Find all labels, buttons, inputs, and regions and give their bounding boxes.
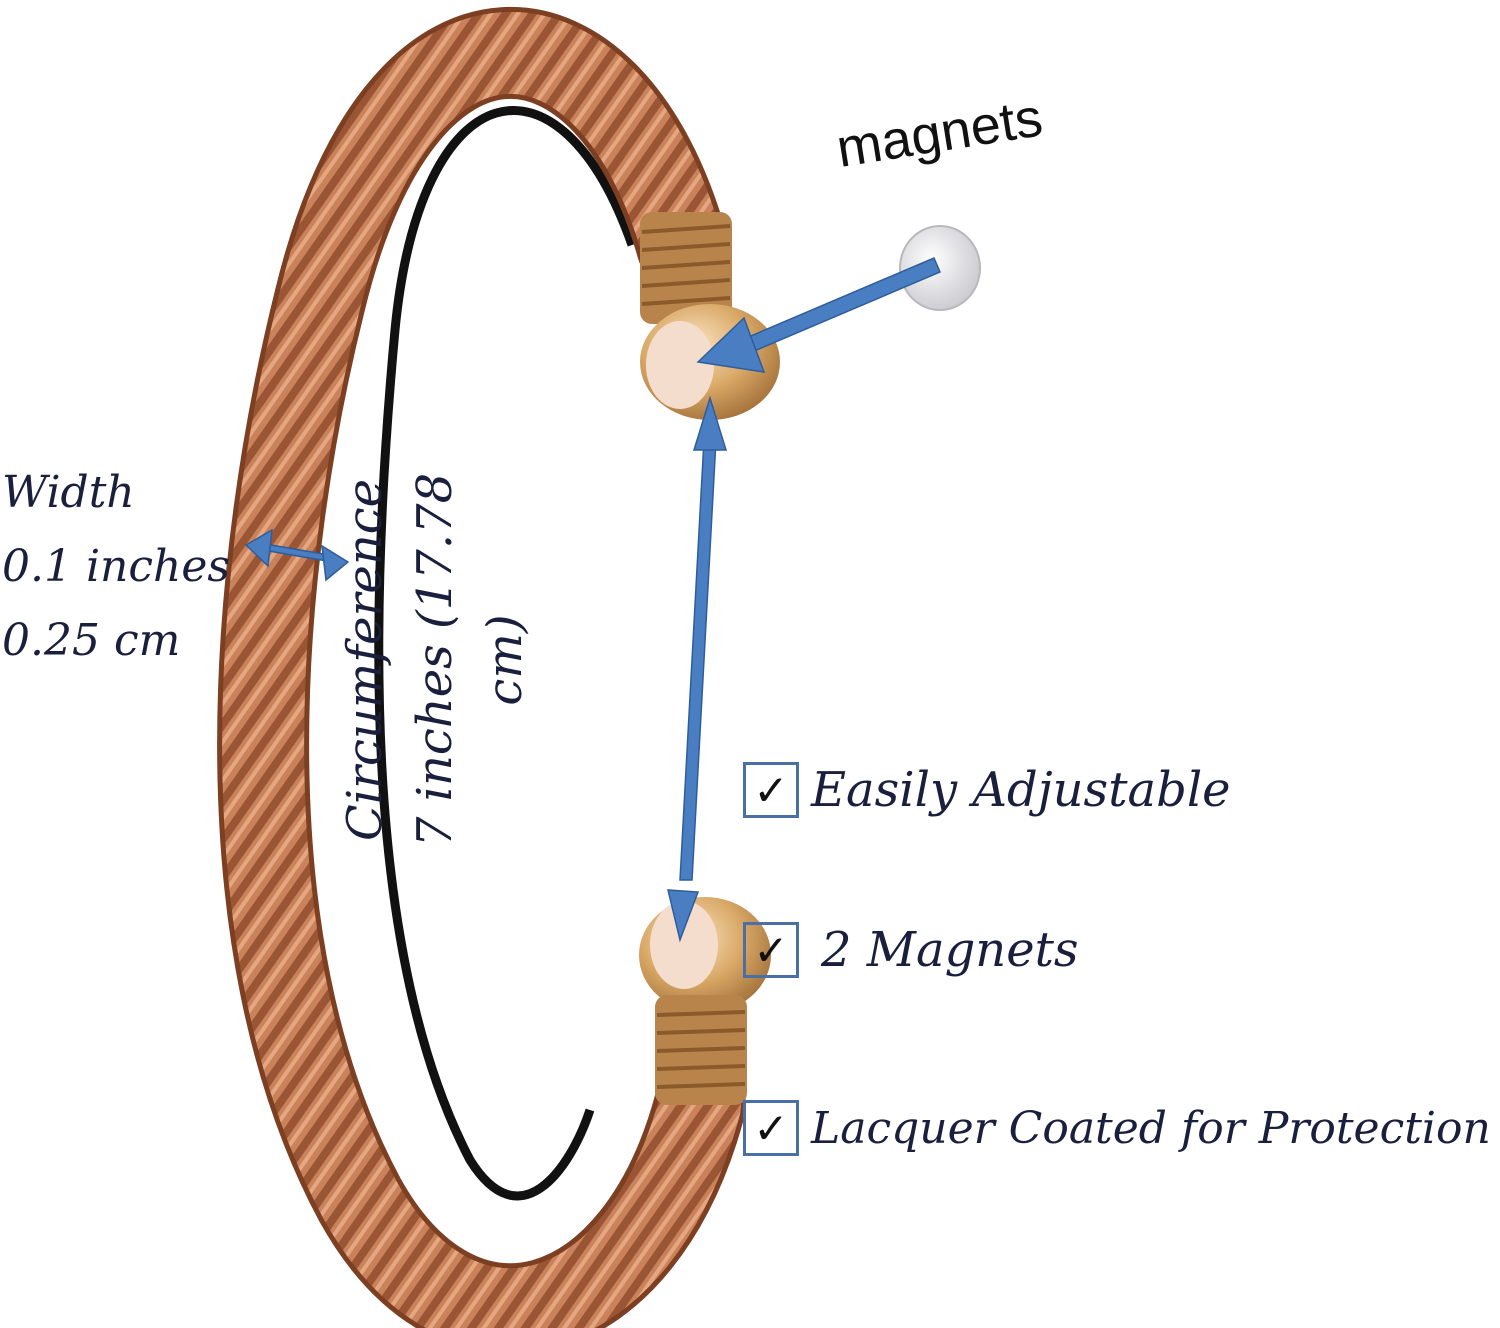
feature-2-magnets: ✓ 2 Magnets <box>743 922 1079 978</box>
width-cm: 0.25 cm <box>2 615 181 666</box>
check-icon: ✓ <box>743 922 799 978</box>
feature-lacquer-coated: ✓ Lacquer Coated for Protection <box>743 1100 1491 1156</box>
width-inches: 0.1 inches <box>2 541 230 592</box>
feature-text: 2 Magnets <box>821 922 1079 978</box>
check-icon: ✓ <box>743 762 799 818</box>
circumference-value: 7 inches (17.78 cm) <box>407 472 533 848</box>
gap-arrow <box>667 395 728 943</box>
magnet-arrow <box>696 257 941 373</box>
circumference-title: Circumference <box>337 478 393 842</box>
feature-easily-adjustable: ✓ Easily Adjustable <box>743 762 1231 818</box>
width-arrow <box>244 528 350 582</box>
feature-text: Lacquer Coated for Protection <box>811 1102 1491 1154</box>
bottom-end-cap <box>639 897 771 1105</box>
inner-band <box>374 105 637 1201</box>
width-label-block: Width 0.1 inches 0.25 cm <box>2 456 230 678</box>
check-icon: ✓ <box>743 1100 799 1156</box>
magnet-disk <box>899 225 981 311</box>
width-title: Width <box>2 467 135 518</box>
feature-text: Easily Adjustable <box>811 762 1231 818</box>
top-end-cap <box>640 212 780 420</box>
